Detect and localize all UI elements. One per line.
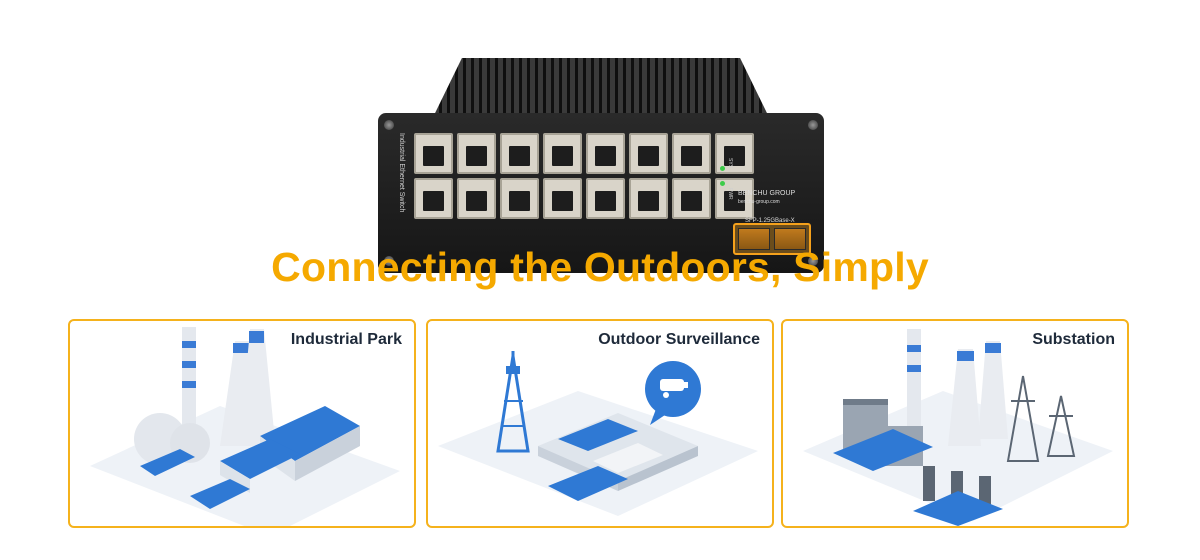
rj45-port (500, 133, 539, 174)
rj45-port (414, 178, 453, 219)
rj45-port (543, 178, 582, 219)
cctv-camera-tower-icon (438, 351, 758, 516)
sfp-slot (738, 228, 770, 250)
rj45-port (629, 178, 668, 219)
rj45-port (500, 178, 539, 219)
rj45-port (672, 133, 711, 174)
brand-url: benchu-group.com (738, 199, 780, 205)
rj45-port (457, 178, 496, 219)
page-headline: Connecting the Outdoors, Simply (271, 244, 929, 290)
industrial-switch-image: Industrial Ethernet Switch SYS PWR BENCH… (378, 58, 824, 273)
scenario-card-outdoor-surveillance: Outdoor Surveillance (426, 319, 774, 528)
sfp-slot (774, 228, 806, 250)
screw-icon (808, 256, 818, 266)
rj45-port (586, 178, 625, 219)
led-label-sys: SYS (727, 158, 733, 169)
rj45-port-grid (414, 133, 754, 219)
rj45-port (414, 133, 453, 174)
screw-icon (384, 120, 394, 130)
rj45-port (629, 133, 668, 174)
rj45-port (586, 133, 625, 174)
factory-chimneys-icon (90, 327, 400, 526)
scenario-title: Substation (1032, 331, 1115, 348)
led-label-pwr: PWR (727, 188, 733, 200)
heatsink-fins (432, 58, 770, 118)
scenario-title: Industrial Park (290, 331, 402, 348)
rj45-port (672, 178, 711, 219)
power-transformer-pylon-icon (803, 329, 1113, 526)
scenario-title: Outdoor Surveillance (598, 331, 760, 348)
rj45-port (457, 133, 496, 174)
screw-icon (384, 256, 394, 266)
scenario-card-substation: Substation (781, 319, 1129, 528)
brand-name: BENCHU GROUP (738, 190, 796, 197)
status-led (720, 181, 725, 186)
brand-logo: BENCHU GROUP benchu-group.com (738, 190, 795, 206)
device-side-label: Industrial Ethernet Switch (398, 133, 405, 213)
scenario-card-industrial-park: Industrial Park (68, 319, 416, 528)
screw-icon (808, 120, 818, 130)
sfp-label: SFP-1.25GBase-X (745, 218, 795, 224)
sfp-slots (733, 223, 811, 255)
rj45-port (543, 133, 582, 174)
status-led (720, 166, 725, 171)
